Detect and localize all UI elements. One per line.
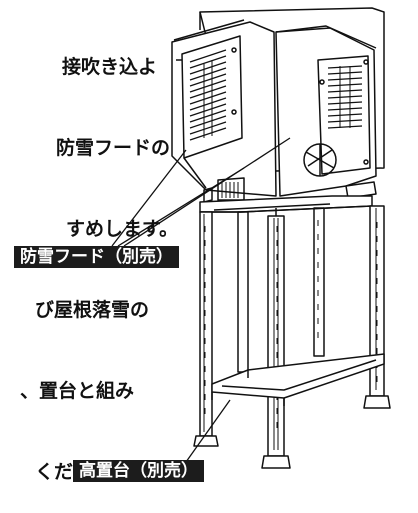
snow-hood-label: 防雪フード（別売） xyxy=(14,246,179,268)
leader-lines xyxy=(111,137,291,463)
outdoor-unit-illustration xyxy=(111,7,391,469)
snow-hood-left xyxy=(171,19,277,197)
high-stand-label: 高置台（別売） xyxy=(73,460,204,482)
stand-feet xyxy=(193,395,391,469)
stand-top-frame xyxy=(199,195,373,226)
stand-legs xyxy=(199,205,385,457)
text-line-3: すめします。 xyxy=(66,218,179,240)
text-line-4: び屋根落雪の xyxy=(35,299,150,321)
text-line-1: 接吹き込よ xyxy=(62,56,158,78)
text-line-2: 防雪フードの xyxy=(56,137,171,159)
text-line-5: 、置台と組み xyxy=(20,380,135,402)
snow-hood-right xyxy=(275,25,377,197)
stand-lower-frame xyxy=(211,353,385,406)
